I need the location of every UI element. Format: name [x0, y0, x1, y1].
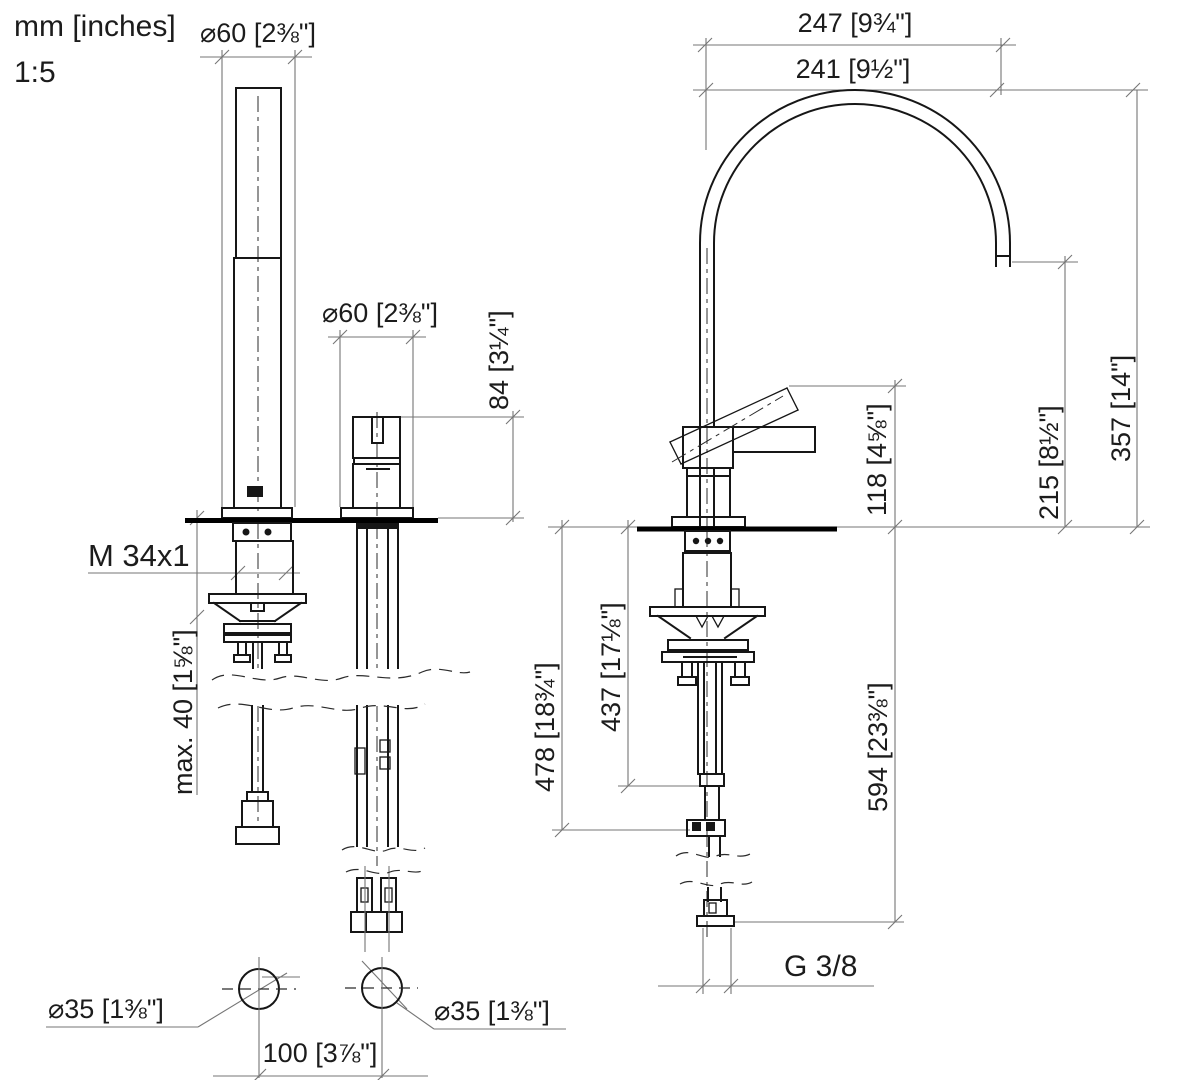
break-line [679, 880, 753, 887]
dim-spout-flange-diameter: ⌀60 [2⅜"] [200, 18, 316, 48]
break-line [211, 668, 471, 682]
dim-height-lever: 118 [4⅝"] [862, 403, 892, 516]
left-view-labels: ⌀60 [2⅜"] ⌀60 [2⅜"] 84 [3¼"] M 34x1 max.… [48, 18, 550, 1068]
dim-reach-outlet: 241 [9½"] [796, 54, 911, 84]
scale-note: 1:5 [14, 56, 56, 89]
dim-valve-height: 84 [3¼"] [484, 310, 514, 410]
sensor-window [247, 486, 263, 497]
break-line [217, 703, 426, 711]
right-view-dimensions [548, 37, 1150, 994]
dim-hole-diameter-left: ⌀35 [1⅜"] [48, 994, 164, 1024]
dim-hose-length-supply: 594 [23⅜"] [863, 682, 893, 812]
dim-hose-length-short: 437 [17⅛"] [596, 602, 626, 732]
dim-valve-flange-diameter: ⌀60 [2⅜"] [322, 298, 438, 328]
dim-shank-thread: M 34x1 [88, 538, 190, 573]
dim-height-total: 357 [14"] [1106, 355, 1136, 462]
dim-hole-diameter-right: ⌀35 [1⅜"] [434, 996, 550, 1026]
break-line [675, 852, 751, 858]
left-view-hole-layout [222, 957, 418, 1078]
dim-hose-length-long: 478 [18¾"] [530, 662, 560, 792]
dim-height-outlet: 215 [8½"] [1034, 405, 1064, 520]
break-line [341, 846, 426, 852]
dim-hole-spacing: 100 [3⅞"] [263, 1038, 378, 1068]
dim-reach-outer: 247 [9¾"] [798, 8, 913, 38]
left-view-spout-and-valve [185, 87, 471, 952]
drawing-notes: mm [inches] 1:5 [14, 10, 176, 89]
right-view-gooseneck-faucet [637, 89, 1011, 940]
dim-supply-thread: G 3/8 [784, 950, 857, 983]
break-line [345, 868, 425, 875]
units-note: mm [inches] [14, 10, 176, 43]
right-view-labels: 247 [9¾"] 241 [9½"] 357 [14"] 215 [8½"] … [530, 8, 1136, 983]
dim-max-counter-thickness: max. 40 [1⅝"] [168, 629, 198, 795]
